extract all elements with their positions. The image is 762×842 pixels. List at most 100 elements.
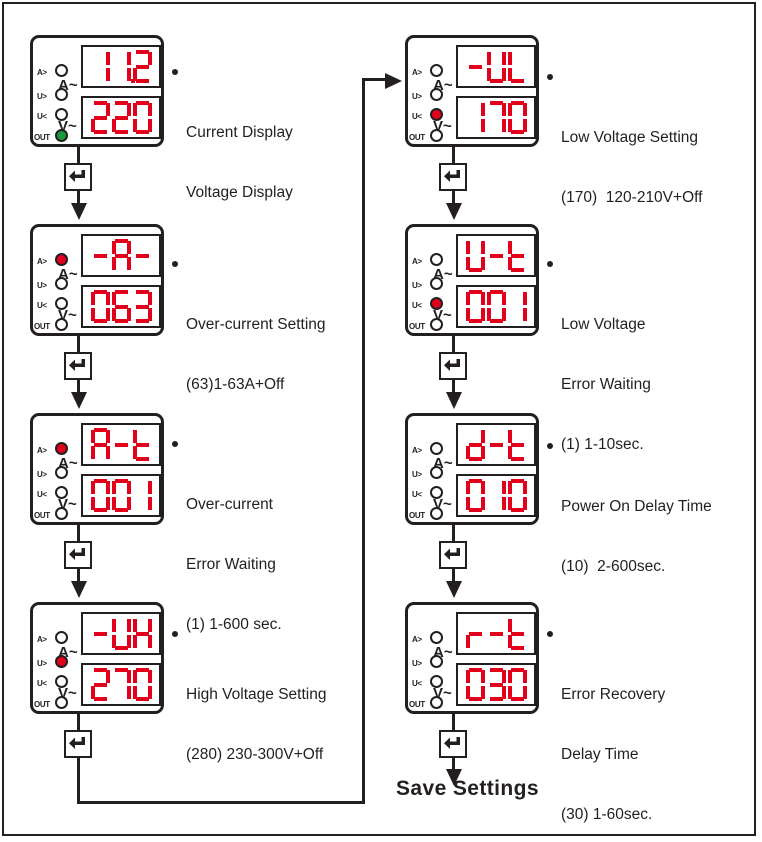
- led-label-a-over: A>: [37, 446, 47, 455]
- connector-8b: [452, 758, 455, 771]
- unit-label-voltage: V~: [58, 496, 77, 513]
- enter-button-7[interactable]: [439, 541, 467, 569]
- seven-segment-digit: [487, 428, 506, 461]
- unit-label-voltage: V~: [433, 118, 452, 135]
- seven-segment-digit: [466, 101, 485, 134]
- seven-segment-digit: [466, 50, 485, 83]
- seven-segment-digit: [111, 617, 131, 650]
- device-module-low-voltage-error-waiting[interactable]: A> U> U< OUT A~ V~: [405, 224, 539, 336]
- led-column: A> U> U< OUT A~ V~: [408, 38, 454, 144]
- seven-segment-digit: [465, 239, 485, 272]
- device-module-error-recovery-delay-time[interactable]: A> U> U< OUT A~ V~: [405, 602, 539, 714]
- digits-voltage: [83, 98, 159, 137]
- enter-button-2[interactable]: [64, 352, 92, 380]
- device-module-power-on-delay-time[interactable]: A> U> U< OUT A~ V~: [405, 413, 539, 525]
- bullet-icon: [172, 441, 178, 447]
- enter-button-4[interactable]: [64, 730, 92, 758]
- enter-return-icon: [69, 548, 85, 560]
- arrow-down-7: [445, 581, 462, 598]
- connector-5b: [452, 191, 455, 205]
- led-column: A> U> U< OUT A~ V~: [33, 605, 79, 711]
- arrow-down-3: [70, 581, 87, 598]
- loopback-into-right: [362, 78, 390, 81]
- loopback-across: [77, 801, 365, 804]
- screen-voltage: [81, 285, 161, 328]
- enter-return-icon: [69, 359, 85, 371]
- led-a-over: [55, 253, 68, 266]
- note-low-voltage-error-waiting: Low Voltage Error Waiting (1) 1-10sec.: [547, 255, 651, 495]
- led-label-u-under: U<: [412, 679, 422, 688]
- seven-segment-digit: [133, 479, 152, 512]
- led-label-a-over: A>: [412, 257, 422, 266]
- digits-current: [458, 236, 534, 275]
- screen-current: [456, 234, 536, 277]
- digits-voltage: [83, 287, 159, 326]
- arrow-down-6: [445, 392, 462, 409]
- led-out: [430, 696, 443, 709]
- led-a-over: [55, 631, 68, 644]
- unit-label-current: A~: [58, 644, 78, 661]
- led-column: A> U> U< OUT A~ V~: [33, 38, 79, 144]
- arrow-down-save: [445, 769, 462, 786]
- device-module-over-current-setting[interactable]: A> U> U< OUT A~ V~: [30, 224, 164, 336]
- led-out: [430, 318, 443, 331]
- led-label-out: OUT: [409, 322, 425, 331]
- unit-label-current: A~: [433, 455, 453, 472]
- seven-segment-digit: [487, 239, 506, 272]
- led-u-over: [55, 466, 68, 479]
- bullet-icon: [172, 69, 178, 75]
- enter-button-5[interactable]: [439, 163, 467, 191]
- unit-label-voltage: V~: [58, 307, 77, 324]
- device-module-current-voltage-display[interactable]: A> U> U< OUT A~ V~: [30, 35, 164, 147]
- seven-segment-digit: [132, 617, 152, 650]
- enter-return-icon: [444, 359, 460, 371]
- enter-return-icon: [444, 170, 460, 182]
- led-u-over: [430, 88, 443, 101]
- led-a-over: [55, 442, 68, 455]
- unit-label-voltage: V~: [433, 496, 452, 513]
- device-module-over-current-error-waiting[interactable]: A> U> U< OUT A~ V~: [30, 413, 164, 525]
- led-label-u-over: U>: [37, 659, 47, 668]
- led-label-u-over: U>: [37, 92, 47, 101]
- led-label-a-over: A>: [37, 257, 47, 266]
- enter-button-6[interactable]: [439, 352, 467, 380]
- digits-voltage: [458, 98, 534, 137]
- led-column: A> U> U< OUT A~ V~: [408, 416, 454, 522]
- led-label-u-over: U>: [37, 470, 47, 479]
- device-module-high-voltage-setting[interactable]: A> U> U< OUT A~ V~: [30, 602, 164, 714]
- device-module-low-voltage-setting[interactable]: A> U> U< OUT A~ V~: [405, 35, 539, 147]
- screen-current: [81, 45, 161, 88]
- led-label-u-over: U>: [412, 92, 422, 101]
- screen-voltage: [81, 663, 161, 706]
- seven-segment-digit: [465, 668, 485, 701]
- led-label-u-over: U>: [37, 281, 47, 290]
- seven-segment-digit: [91, 50, 110, 83]
- enter-button-8[interactable]: [439, 730, 467, 758]
- led-a-over: [430, 64, 443, 77]
- connector-2b: [77, 380, 80, 394]
- seven-segment-digit: [465, 290, 485, 323]
- led-label-a-over: A>: [412, 635, 422, 644]
- connector-8a: [452, 714, 455, 731]
- seven-segment-digit: [133, 239, 152, 272]
- digits-current: [83, 47, 159, 86]
- enter-button-1[interactable]: [64, 163, 92, 191]
- led-u-under: [430, 108, 443, 121]
- screen-current: [456, 45, 536, 88]
- screen-voltage: [456, 663, 536, 706]
- unit-label-voltage: V~: [433, 685, 452, 702]
- bullet-icon: [547, 443, 553, 449]
- seven-segment-digit: [132, 668, 152, 701]
- note-low-voltage-setting: Low Voltage Setting (170) 120-210V+Off: [547, 68, 702, 248]
- enter-button-3[interactable]: [64, 541, 92, 569]
- seven-segment-digit: [465, 617, 485, 650]
- unit-label-current: A~: [433, 266, 453, 283]
- note-error-recovery-delay-time: Error Recovery Delay Time (30) 1-60sec.: [547, 625, 665, 842]
- led-u-over: [430, 277, 443, 290]
- seven-segment-digit: [90, 428, 110, 461]
- digits-current: [458, 425, 534, 464]
- note-current-voltage-display: Current Display Voltage Display: [172, 63, 293, 243]
- unit-label-current: A~: [433, 644, 453, 661]
- led-label-u-over: U>: [412, 470, 422, 479]
